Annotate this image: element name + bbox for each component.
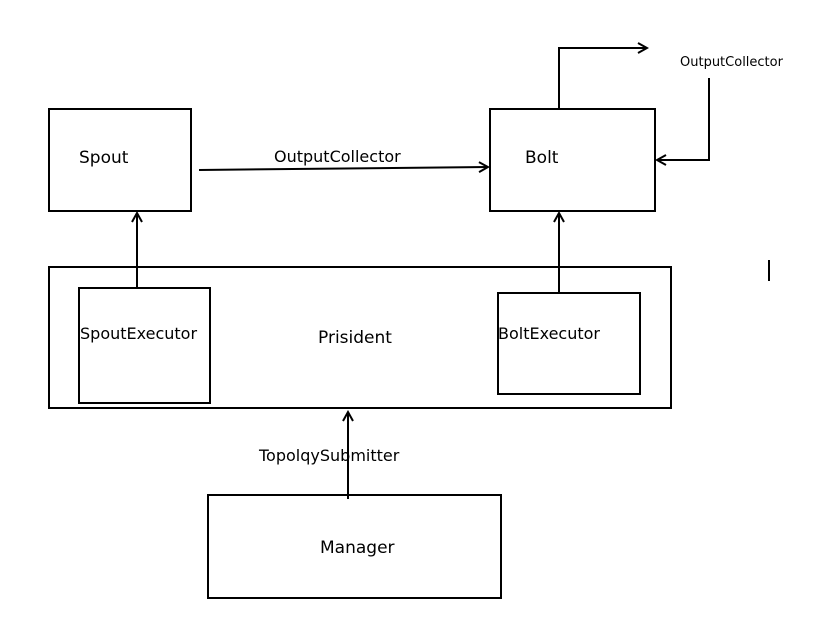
spout-label: Spout: [79, 148, 129, 168]
bolt-loop-edge-label: OutputCollector: [680, 55, 784, 70]
bolt-label: Bolt: [525, 148, 559, 168]
bolt-executor-label: BoltExecutor: [498, 324, 600, 343]
manager-box: [207, 494, 502, 599]
spout-to-bolt-arrow: [198, 167, 488, 170]
manager-label: Manager: [320, 538, 395, 558]
spout-executor-label: SpoutExecutor: [80, 324, 197, 343]
bolt-output-arrow: [558, 48, 647, 109]
spout-to-bolt-edge-label: OutputCollector: [274, 147, 401, 166]
manager-edge-label: TopolqySubmitter: [258, 446, 400, 465]
spout-executor-box: [78, 287, 211, 404]
president-label: Prisident: [318, 328, 392, 348]
spout-box: [48, 108, 192, 212]
output-collector-loop-arrow: [657, 78, 710, 160]
bolt-box: [489, 108, 656, 212]
bolt-executor-box: [497, 292, 641, 395]
